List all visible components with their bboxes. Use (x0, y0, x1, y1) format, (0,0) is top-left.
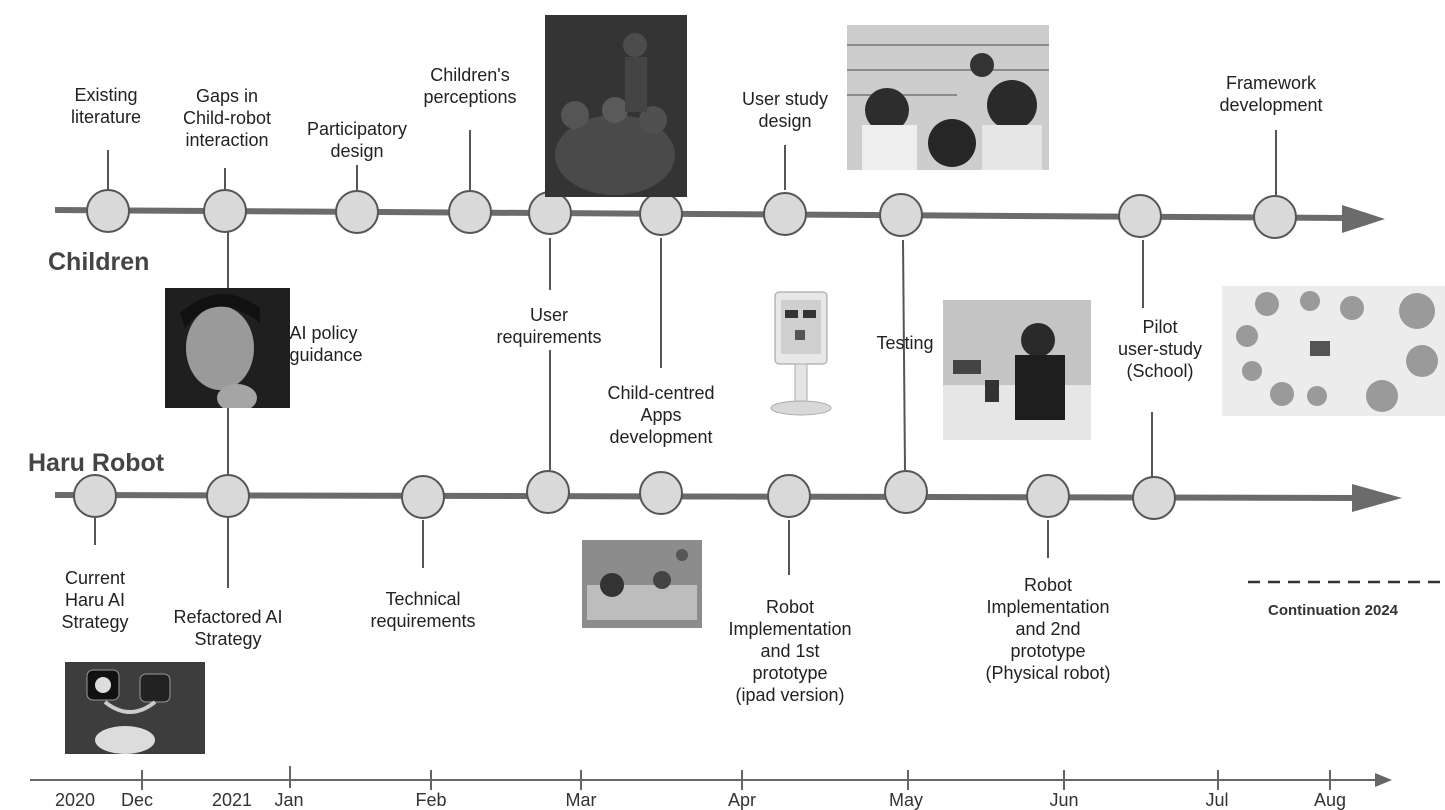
lane-title-children: Children (48, 248, 150, 276)
children-node-participatory-design (335, 190, 379, 234)
robot-node-user-requirements (526, 470, 570, 514)
continuation-label: Continuation 2024 (1268, 602, 1399, 619)
children-node-gaps (203, 189, 247, 233)
children-node-pilot (1118, 194, 1162, 238)
axis-label-2020: 2020 (55, 790, 95, 810)
children-node-perceptions (448, 190, 492, 234)
axis-label-jun: Jun (1049, 790, 1078, 810)
robot-node-second-prototype (1026, 474, 1070, 518)
connector (902, 239, 906, 471)
children-node-user-study-design (763, 192, 807, 236)
child-portrait-photo (165, 288, 290, 408)
axis-label-dec: Dec (121, 790, 153, 810)
children-node-user-requirements (528, 191, 572, 235)
lane-title-haru-robot: Haru Robot (28, 449, 165, 477)
testing-photo (943, 300, 1091, 440)
framework-diagram-image (1222, 286, 1445, 416)
robot-node-refactored-strategy (206, 474, 250, 518)
robot-node-current-strategy (73, 474, 117, 518)
axis-label-may: May (889, 790, 923, 810)
robot-timeline-arrowhead (1352, 484, 1402, 512)
ipad-robot-image (765, 290, 835, 420)
robot-node-testing (884, 470, 928, 514)
axis-label-apr: Apr (728, 790, 756, 810)
axis-label-jul: Jul (1205, 790, 1228, 810)
time-axis-arrowhead (1375, 773, 1392, 787)
haru-robot-photo (65, 662, 205, 754)
robot-node-first-prototype (767, 474, 811, 518)
robot-node-technical-requirements (401, 475, 445, 519)
robot-node-pilot (1132, 476, 1176, 520)
children-node-testing (879, 193, 923, 237)
axis-label-feb: Feb (415, 790, 446, 810)
library-photo (847, 25, 1049, 170)
label-testing: Testing (876, 333, 934, 353)
axis-label-mar: Mar (566, 790, 597, 810)
children-node-framework (1253, 195, 1297, 239)
axis-label-aug: Aug (1314, 790, 1346, 810)
robot-node-apps-development (639, 471, 683, 515)
axis-label-2021: 2021 (212, 790, 252, 810)
children-timeline-arrowhead (1342, 205, 1385, 233)
axis-label-jan: Jan (274, 790, 303, 810)
robot-components-photo (582, 540, 702, 628)
classroom-photo (545, 15, 687, 197)
children-node-existing-literature (86, 189, 130, 233)
children-node-apps-development (639, 192, 683, 236)
